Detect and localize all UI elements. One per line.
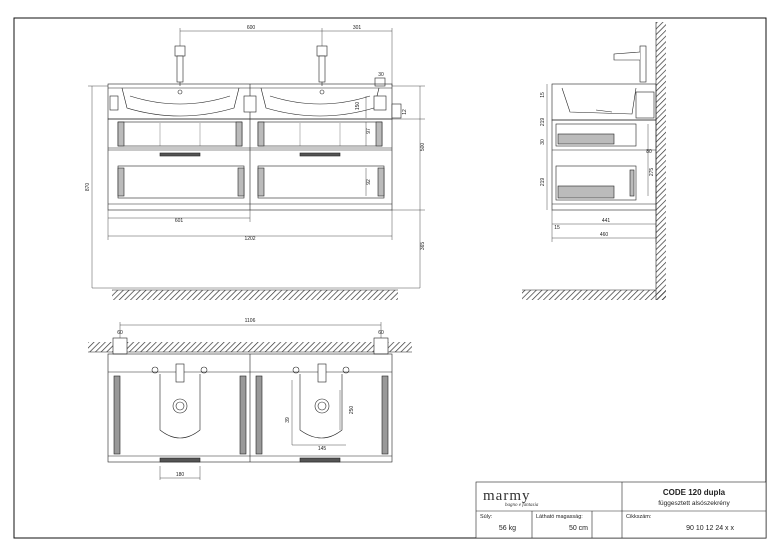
dim-bracket-span: 1106 bbox=[245, 318, 256, 324]
wall-hatch-top bbox=[88, 342, 412, 352]
dim-side-inner-2: 275 bbox=[649, 168, 655, 177]
top-view bbox=[88, 322, 412, 480]
article-value: 90 10 12 24 x x bbox=[686, 525, 734, 532]
weight-label: Súly: bbox=[480, 514, 493, 520]
dim-cabinet-height: 500 bbox=[420, 143, 426, 152]
dim-lower-height: 365 bbox=[420, 242, 426, 251]
dim-total-height: 870 bbox=[85, 183, 91, 192]
brand-logo: marmy bbox=[483, 488, 531, 504]
dim-basin-offset: 39 bbox=[285, 417, 291, 423]
dim-drain-width: 145 bbox=[318, 446, 327, 452]
sheet-border bbox=[13, 17, 767, 539]
dim-side-total-depth: 460 bbox=[600, 232, 609, 238]
dim-side-inner-1: 80 bbox=[646, 149, 652, 155]
dim-side-lower-drawer: 219 bbox=[540, 178, 546, 187]
dim-handle-width: 180 bbox=[176, 472, 185, 478]
tap-left-icon bbox=[174, 45, 186, 86]
floor-hatch-front bbox=[112, 290, 398, 300]
dim-drawer-1: 97 bbox=[366, 128, 372, 134]
dim-bracket-left: 60 bbox=[117, 330, 123, 336]
weight-value: 56 kg bbox=[499, 525, 516, 532]
product-subtitle: függesztett alsószekrény bbox=[658, 500, 730, 507]
dim-drawer-width: 601 bbox=[175, 218, 184, 224]
side-view bbox=[522, 22, 666, 300]
dim-tap-spacing: 600 bbox=[247, 25, 256, 31]
dim-drawer-2: 92 bbox=[366, 179, 372, 185]
dim-side-gap: 30 bbox=[540, 139, 546, 145]
dim-side-base: 15 bbox=[554, 225, 560, 231]
dim-top-offset: 12 bbox=[402, 109, 408, 115]
dim-side-top: 15 bbox=[540, 92, 546, 98]
product-title: CODE 120 dupla bbox=[663, 488, 726, 497]
visible-height-value: 50 cm bbox=[569, 525, 588, 532]
visible-height-label: Látható magasság: bbox=[536, 514, 583, 520]
front-view-dimensions: 600 301 30 12 150 97 92 500 365 870 601 … bbox=[85, 25, 426, 250]
article-label: Cikkszám: bbox=[626, 514, 652, 520]
title-block bbox=[475, 481, 767, 539]
top-view-dimensions: 1106 60 60 250 39 145 180 bbox=[117, 318, 384, 478]
dim-tap-offset: 301 bbox=[353, 25, 362, 31]
tap-side-icon bbox=[613, 45, 647, 83]
dim-wall-bracket: 30 bbox=[378, 72, 384, 78]
dim-basin-length: 250 bbox=[349, 406, 355, 415]
dim-side-inner-depth: 441 bbox=[602, 218, 611, 224]
dim-total-width: 1202 bbox=[244, 236, 255, 242]
dim-bracket-right: 60 bbox=[378, 330, 384, 336]
dim-basin-depth: 150 bbox=[355, 102, 361, 111]
wall-hatch-side bbox=[656, 22, 666, 300]
dim-side-upper-drawer: 219 bbox=[540, 118, 546, 127]
title-block-text: marmy bagno e fantasia CODE 120 dupla fü… bbox=[480, 488, 734, 532]
tap-right-icon bbox=[316, 45, 328, 86]
floor-hatch-side bbox=[522, 290, 666, 300]
front-view bbox=[88, 28, 425, 300]
brand-tagline: bagno e fantasia bbox=[505, 503, 539, 508]
side-view-dimensions: 15 219 30 219 80 275 15 441 460 bbox=[540, 92, 655, 238]
